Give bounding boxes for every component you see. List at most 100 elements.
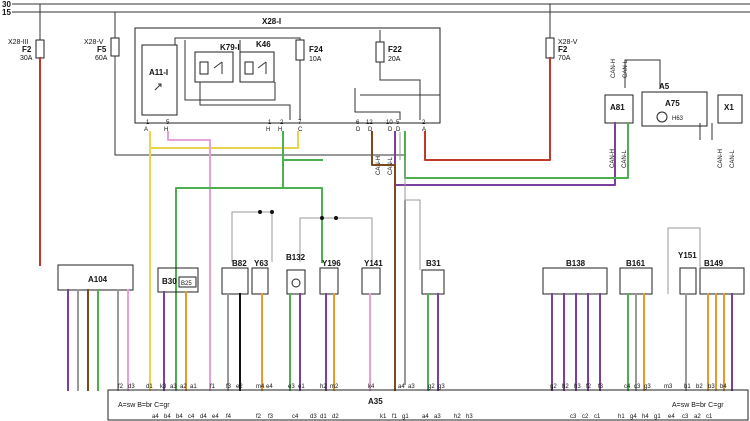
svg-text:f3: f3 bbox=[226, 384, 232, 390]
svg-text:2: 2 bbox=[422, 120, 426, 126]
svg-text:6: 6 bbox=[356, 120, 360, 126]
fuse-f5-body bbox=[110, 37, 120, 57]
fuse-f5-name: F5 bbox=[97, 45, 107, 54]
svg-text:c4: c4 bbox=[292, 414, 299, 420]
can-h-label-mid: CAN-H bbox=[610, 149, 616, 168]
svg-text:k1: k1 bbox=[380, 414, 387, 420]
svg-text:d2: d2 bbox=[332, 414, 339, 420]
svg-text:f1: f1 bbox=[210, 384, 216, 390]
relay-box-x28: X28-I A11-I K79-I K46 F24 10A F22 20A bbox=[134, 17, 441, 133]
fuse-f2-right-name: F2 bbox=[558, 45, 568, 54]
module-a11 bbox=[141, 44, 178, 116]
module-a5-label: A5 bbox=[659, 82, 670, 91]
sensor-b25-label: B25 bbox=[181, 281, 192, 287]
valve-y63 bbox=[251, 267, 269, 295]
svg-text:e4: e4 bbox=[266, 384, 273, 390]
svg-text:h4: h4 bbox=[642, 414, 649, 420]
svg-text:m4: m4 bbox=[256, 384, 265, 390]
fuse-f2-left-rating: 30A bbox=[20, 55, 33, 62]
fuse-f22-rating: 20A bbox=[388, 56, 401, 63]
svg-text:h1: h1 bbox=[618, 414, 625, 420]
can-bus-wires: CAN-H CAN-L bbox=[376, 122, 713, 186]
svg-text:h3: h3 bbox=[574, 384, 581, 390]
fuse-f5-loc: X28-V bbox=[84, 39, 104, 46]
fuse-f2-right-loc: X28-V bbox=[558, 39, 578, 46]
svg-text:m3: m3 bbox=[664, 384, 673, 390]
distribution-wires bbox=[149, 131, 396, 391]
svg-text:d1: d1 bbox=[146, 384, 153, 390]
connector-x1-label: X1 bbox=[724, 103, 734, 112]
fuse-f5: X28-V F5 60A bbox=[84, 12, 406, 385]
svg-text:H: H bbox=[266, 127, 270, 133]
sensor-b31-label: B31 bbox=[426, 259, 441, 268]
sensor-b82-label: B82 bbox=[232, 259, 247, 268]
fuse-f2-left: X28-III F2 30A bbox=[8, 4, 45, 266]
svg-text:a3: a3 bbox=[170, 384, 177, 390]
can-h-label-top: CAN-H bbox=[611, 59, 617, 78]
harness-wires bbox=[67, 132, 733, 391]
svg-text:g4: g4 bbox=[630, 414, 637, 420]
sensor-b30 bbox=[157, 267, 199, 293]
svg-text:b1: b1 bbox=[684, 384, 691, 390]
sensor-b132-label: B132 bbox=[286, 253, 306, 262]
svg-text:D: D bbox=[356, 127, 361, 133]
svg-text:A: A bbox=[422, 127, 426, 133]
svg-text:d3: d3 bbox=[128, 384, 135, 390]
svg-text:c1: c1 bbox=[706, 414, 713, 420]
svg-text:A: A bbox=[144, 127, 148, 133]
svg-text:m2: m2 bbox=[330, 384, 339, 390]
svg-text:e4: e4 bbox=[668, 414, 675, 420]
sensor-b138 bbox=[542, 267, 608, 295]
module-a104-label: A104 bbox=[88, 275, 108, 284]
lamp-h63-label: H63 bbox=[672, 116, 684, 122]
relay-k46 bbox=[239, 51, 275, 83]
svg-text:5: 5 bbox=[396, 120, 400, 126]
svg-text:k3: k3 bbox=[160, 384, 167, 390]
svg-text:a3: a3 bbox=[434, 414, 441, 420]
can-h-label-x1: CAN-H bbox=[718, 149, 724, 168]
svg-text:h2: h2 bbox=[454, 414, 461, 420]
svg-text:f2: f2 bbox=[586, 384, 592, 390]
svg-text:D: D bbox=[388, 127, 393, 133]
svg-text:e3: e3 bbox=[288, 384, 295, 390]
svg-text:g1: g1 bbox=[402, 414, 409, 420]
svg-text:f2: f2 bbox=[256, 414, 262, 420]
svg-text:c1: c1 bbox=[594, 414, 601, 420]
valve-y141-label: Y141 bbox=[364, 259, 383, 268]
fuse-f2-right-body bbox=[545, 37, 555, 59]
sensor-b161 bbox=[619, 267, 653, 295]
svg-text:b3: b3 bbox=[708, 384, 715, 390]
svg-text:c3: c3 bbox=[634, 384, 641, 390]
power-rails: 30 15 bbox=[2, 0, 750, 17]
svg-text:H: H bbox=[164, 127, 168, 133]
svg-text:d1: d1 bbox=[320, 414, 327, 420]
sensor-b30-label: B30 bbox=[162, 277, 177, 286]
svg-text:g2: g2 bbox=[428, 384, 435, 390]
lamp-h63 bbox=[656, 111, 668, 123]
svg-text:d4: d4 bbox=[200, 414, 207, 420]
svg-text:a4: a4 bbox=[422, 414, 429, 420]
fuse-f2-right-rating: 70A bbox=[558, 55, 571, 62]
relay-k79-label: K79-I bbox=[220, 43, 240, 52]
svg-text:h2: h2 bbox=[320, 384, 327, 390]
rail-15-label: 15 bbox=[2, 8, 11, 17]
svg-text:D: D bbox=[396, 127, 401, 133]
sensor-b149 bbox=[699, 267, 745, 295]
svg-text:g3: g3 bbox=[644, 384, 651, 390]
valve-y196 bbox=[319, 267, 339, 295]
valve-y141 bbox=[361, 267, 381, 295]
svg-text:a4: a4 bbox=[398, 384, 405, 390]
svg-text:d3: d3 bbox=[310, 414, 317, 420]
controller-a35-legend-left: A=sw B=br C=gr bbox=[118, 402, 170, 409]
controller-a35-frame bbox=[107, 389, 749, 421]
svg-text:e2: e2 bbox=[236, 384, 243, 390]
sensor-b161-label: B161 bbox=[626, 259, 646, 268]
fuse-f2-right: X28-V F2 70A bbox=[424, 4, 578, 161]
svg-text:f3: f3 bbox=[598, 384, 604, 390]
valve-y196-label: Y196 bbox=[322, 259, 341, 268]
fuse-f24-body bbox=[295, 39, 305, 61]
relay-k46-label: K46 bbox=[256, 40, 271, 49]
svg-text:10: 10 bbox=[386, 120, 393, 126]
